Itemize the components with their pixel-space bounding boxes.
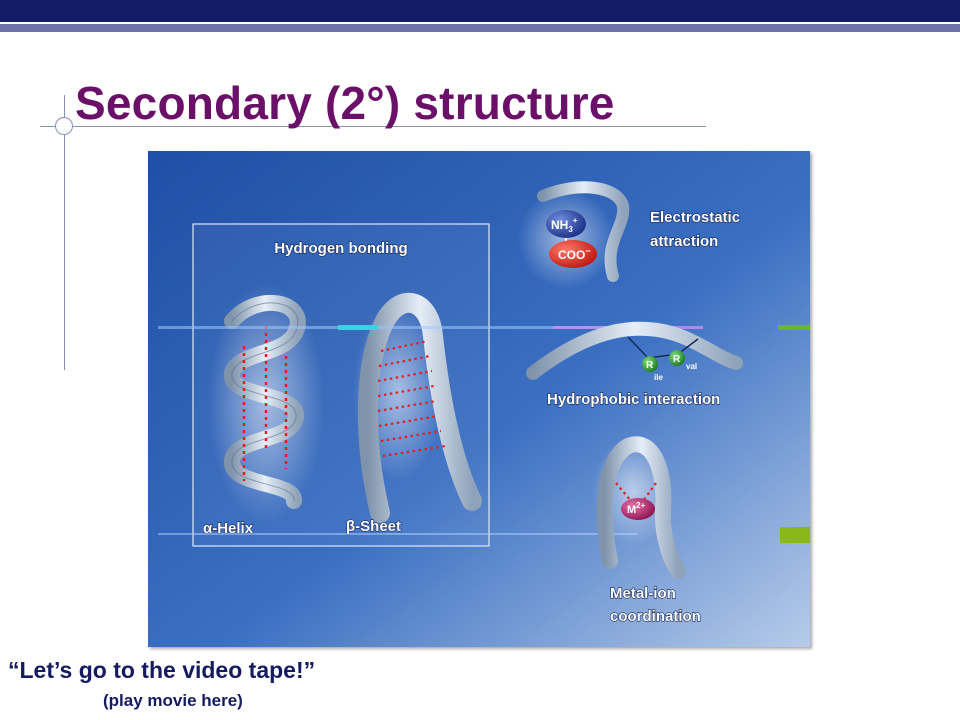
video-tape-quote: “Let’s go to the video tape!” <box>8 657 316 683</box>
figure-canvas: Hydrogen bonding α-Helix <box>148 151 810 647</box>
top-bar <box>0 0 960 22</box>
metal-ion-label: M <box>627 504 636 516</box>
protein-structure-figure: Hydrogen bonding α-Helix <box>148 151 810 647</box>
beta-sheet-illustration <box>353 292 482 523</box>
coo-label: COO <box>558 248 585 262</box>
beta-sheet-label: β-Sheet <box>346 518 401 535</box>
decor-horizontal-line <box>40 126 706 127</box>
hydrogen-bonding-label: Hydrogen bonding <box>274 240 407 257</box>
svg-text:M2+: M2+ <box>627 501 646 516</box>
svg-text:NH3+: NH3+ <box>551 216 578 234</box>
metal-ion-group <box>621 498 655 520</box>
electrostatic-label-line2: attraction <box>650 233 718 250</box>
coo-superscript: − <box>585 246 590 256</box>
metal-ion-label-line1: Metal-ion <box>610 585 676 602</box>
play-movie-note: (play movie here) <box>103 691 243 710</box>
hydrophobic-label: Hydrophobic interaction <box>547 391 720 408</box>
slide-title: Secondary (2°) structure <box>75 77 615 129</box>
nh3-superscript: + <box>573 216 578 225</box>
r-ile-group <box>642 356 658 372</box>
metal-ion-superscript: 2+ <box>636 501 645 510</box>
coo-group <box>549 240 597 268</box>
alpha-helix-illustration <box>208 283 324 523</box>
metal-ion-illustration: M2+ <box>593 436 686 579</box>
electrostatic-illustration: NH3+ COO− <box>518 181 630 289</box>
decor-circle <box>55 117 73 135</box>
nh3-group <box>546 210 586 238</box>
r-val-label: R <box>673 354 681 365</box>
val-label: val <box>686 362 697 371</box>
nh3-subscript: 3 <box>568 225 573 234</box>
metal-ion-label-line2: coordination <box>610 608 701 625</box>
top-bar-accent <box>0 24 960 32</box>
electrostatic-label-line1: Electrostatic <box>650 209 740 226</box>
r-val-group <box>669 350 685 366</box>
decor-vertical-line <box>64 95 65 370</box>
hydrophobic-illustration: R ile R val <box>526 321 743 382</box>
nh3-label: NH <box>551 218 568 232</box>
ile-label: ile <box>654 373 663 382</box>
svg-text:COO−: COO− <box>558 246 591 262</box>
r-ile-label: R <box>646 360 654 371</box>
